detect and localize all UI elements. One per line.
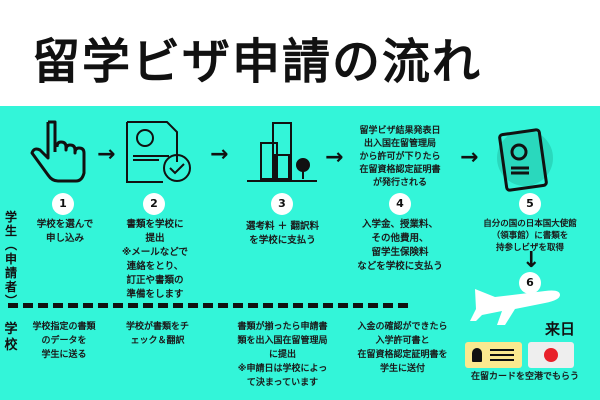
school-step-4: 入金の確認ができたら 入学許可書と 在留資格認定証明書を 学生に送付 [357, 322, 448, 374]
passport-icon [497, 128, 553, 192]
step-number: 1 [52, 193, 74, 215]
step-1-text: 学校を選んで 申し込み [36, 219, 94, 244]
step-number: 6 [519, 272, 541, 294]
step-4-text: 入学金、授業料、 その他費用、 留学生保険料 などを学校に支払う [357, 219, 443, 272]
arrow-right-icon: → [97, 142, 116, 167]
arrow-right-icon: → [210, 142, 229, 167]
school-label: 学 校 [4, 322, 18, 353]
arrow-right-icon: → [325, 145, 344, 170]
arrow-down-icon: ↓ [522, 248, 541, 273]
step-number: 2 [143, 193, 165, 215]
japan-flag-icon [528, 342, 574, 368]
airplane-icon [470, 289, 560, 325]
buildings-icon [247, 122, 317, 182]
step-3-text: 選考料 ＋ 翻訳料 を学校に支払う [245, 221, 320, 246]
page-title: 留学ビザ申請の流れ [32, 34, 483, 90]
arrow-right-icon: → [460, 145, 479, 170]
step-4-result-text: 留学ビザ結果発表日 出入国在留管理局 から許可が下りたら 在留資格認定証明書 が… [359, 126, 441, 188]
step-number: 4 [389, 193, 411, 215]
step-number: 5 [519, 193, 541, 215]
document-check-icon [126, 121, 191, 183]
step-number: 3 [271, 193, 293, 215]
arrival-title: 来日 [545, 320, 576, 338]
pointing-hand-icon [30, 120, 86, 183]
arrival-caption: 在留カードを空港でもらう [470, 372, 579, 382]
student-label: 学生 ︵ 申 請 者 ︶ [4, 210, 17, 308]
school-step-3: 書類が揃ったら申請書 類を出入国在留管理局 に提出 ※申請日は学校によっ て決ま… [237, 322, 328, 388]
residence-card-icon [465, 342, 522, 368]
step-2-text: 書類を学校に 提出 ※メールなどで 連絡をとり、 訂正や書類の 準備をします [121, 219, 189, 300]
divider [8, 303, 408, 308]
school-step-1: 学校指定の書類 のデータを 学生に送る [32, 322, 96, 360]
school-step-2: 学校が書類をチ ェック＆翻訳 [125, 322, 189, 346]
step-5-text: 自分の国の日本国大使館 （領事館）に書類を 持参しビザを取得 [483, 219, 577, 253]
